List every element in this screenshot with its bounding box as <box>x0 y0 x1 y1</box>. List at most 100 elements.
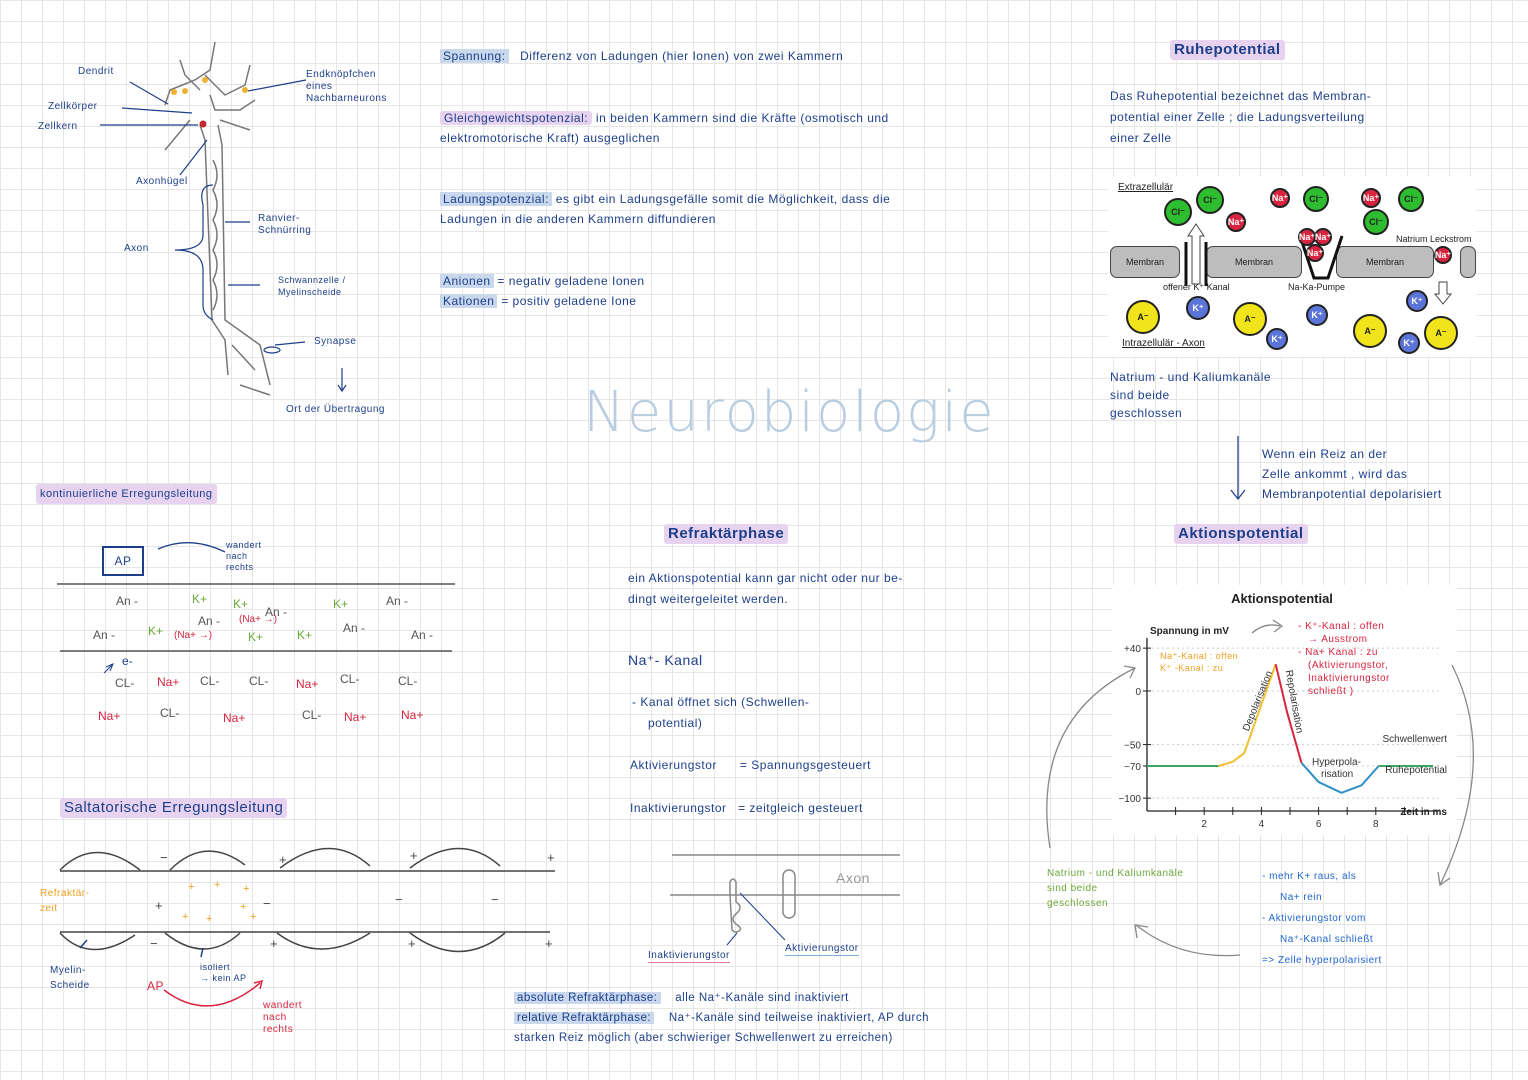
transition-text: Wenn ein Reiz an der Zelle ankommt , wir… <box>1262 444 1442 504</box>
membrane-segment: Membran <box>1336 246 1434 278</box>
line: → kein AP <box>200 973 247 983</box>
line: Membranpotential depolarisiert <box>1262 487 1442 501</box>
myelin-label: Myelin- Scheide <box>50 963 90 993</box>
annotation-depolarisation: Depolarisation <box>1241 669 1275 732</box>
label-synapse: Synapse <box>314 336 357 347</box>
membrane-segment <box>1460 246 1476 278</box>
ruhepotential-note: Natrium - und Kaliumkanäle sind beide ge… <box>1110 368 1271 422</box>
line: Ranvier- <box>258 213 300 224</box>
series-hyperpolarisation <box>1300 762 1380 794</box>
svg-text:−: − <box>263 896 271 911</box>
line: wandert <box>263 1000 303 1011</box>
svg-text:+: + <box>250 911 256 923</box>
ion-label-k: K+ <box>233 597 249 611</box>
membrane-diagram: Extrazellulär Intrazellulär - Axon Membr… <box>1108 176 1476 356</box>
text: Ladungen in die anderen Kammern diffundi… <box>440 212 716 226</box>
ion-na: Na⁺ <box>1314 228 1332 246</box>
label-axon: Axon <box>124 243 149 254</box>
line: - Kanal öffnet sich (Schwellen- <box>632 695 810 709</box>
text: in beiden Kammern sind die Kräfte (osmot… <box>595 111 889 125</box>
aktivierungstor-label: Aktivierungstor <box>785 943 859 956</box>
svg-text:+: + <box>270 936 278 951</box>
ion-label-an: An - <box>265 605 288 619</box>
ion-cl: Cl⁻ <box>1363 209 1389 235</box>
ion-k: K⁺ <box>1266 328 1288 350</box>
label-dendrit: Dendrit <box>78 66 114 77</box>
term: Gleichgewichtspotenzial: <box>440 111 593 125</box>
label-axonhuegel: Axonhügel <box>136 176 188 187</box>
ion-label-k: K+ <box>148 624 164 638</box>
text: es gibt ein Ladungsgefälle somit die Mög… <box>555 192 891 206</box>
ion-label-na-arrow: (Na+ →) <box>239 614 278 625</box>
annotation-schwellenwert: Schwellenwert <box>1383 734 1448 745</box>
svg-text:+: + <box>408 936 416 951</box>
term: Aktivierungstor <box>630 758 717 772</box>
ion-label-k: K+ <box>333 597 349 611</box>
line: potential einer Zelle ; die Ladungsverte… <box>1110 110 1365 124</box>
heading-kontinuierlich: kontinuierliche Erregungsleitung <box>36 484 217 504</box>
svg-text:−: − <box>491 892 499 907</box>
ion-k: K⁺ <box>1406 290 1428 312</box>
ion-label-an: An - <box>116 594 139 608</box>
line: Natrium - und Kaliumkanäle <box>1047 868 1184 879</box>
ion-label-k: K+ <box>248 630 264 644</box>
line: Schnürring <box>258 225 312 236</box>
line: Nachbarneurons <box>306 93 387 104</box>
ion-k: K⁺ <box>1186 296 1210 320</box>
svg-text:+: + <box>155 898 163 913</box>
x-axis-label: Zeit in ms <box>1400 807 1447 818</box>
k-channel-label: offener K⁺ Kanal <box>1163 282 1230 292</box>
na-kanal-bullet: - Kanal öffnet sich (Schwellen- potentia… <box>632 692 809 734</box>
ion-label-na: Na+ <box>223 711 246 725</box>
ion-cl: Cl⁻ <box>1196 186 1224 214</box>
line: Wenn ein Reiz an der <box>1262 447 1388 461</box>
line: Schwannzelle / <box>278 275 346 285</box>
line: Zelle ankommt , wird das <box>1262 467 1408 481</box>
inaktivierungstor-def: Inaktivierungstor = zeitgleich gesteuert <box>630 798 863 818</box>
line: sind beide <box>1047 883 1098 894</box>
ion-label-na-arrow: (Na+ →) <box>174 630 213 641</box>
line: Myelinscheide <box>278 287 342 297</box>
intracellular-label: Intrazellulär - Axon <box>1122 338 1205 349</box>
line: rechts <box>226 562 254 572</box>
ion-label-an: An - <box>386 594 409 608</box>
kontinuierlich-moves: wandert nach rechts <box>226 540 262 573</box>
ion-label-na: Na+ <box>157 675 180 689</box>
line: Na+ rein <box>1280 892 1323 903</box>
ion-label-na: Na+ <box>344 710 367 724</box>
line: Myelin- <box>50 965 86 976</box>
ion-label-an: An - <box>93 628 116 642</box>
text: starken Reiz möglich (aber schwieriger S… <box>514 1032 893 1044</box>
line: sind beide <box>1110 388 1170 402</box>
annotation-ruhepotential: Ruhepotential <box>1385 765 1447 776</box>
ruhepotential-text: Das Ruhepotential bezeichnet das Membran… <box>1110 86 1371 149</box>
line: nach <box>226 551 248 561</box>
text: = negativ geladene Ionen <box>497 274 645 288</box>
line: Inaktivierungstor <box>1308 673 1390 684</box>
pump-label: Na-Ka-Pumpe <box>1288 282 1346 292</box>
ion-label-k: K+ <box>297 628 313 642</box>
line: nach <box>263 1012 287 1023</box>
line: einer Zelle <box>1110 131 1172 145</box>
term: Spannung: <box>440 49 509 63</box>
term: relative Refraktärphase: <box>514 1012 655 1024</box>
def-anionen: Anionen = negativ geladene Ionen <box>440 271 645 291</box>
ion-cl: Cl⁻ <box>1164 198 1192 226</box>
svg-text:−: − <box>150 936 158 951</box>
x-tick-label: 4 <box>1259 819 1265 830</box>
ion-label-cl: CL- <box>398 674 418 688</box>
extracellular-label: Extrazellulär <box>1118 182 1174 193</box>
heading-refraktaerphase: Refraktärphase <box>664 524 789 544</box>
line: Endknöpfchen <box>306 69 376 80</box>
label-zellkern: Zellkern <box>38 121 78 132</box>
svg-text:−: − <box>160 850 168 865</box>
line: ein Aktionspotential kann gar nicht oder… <box>628 571 903 585</box>
saltatorisch-moves: wandert nach rechts <box>263 1000 302 1036</box>
line: rechts <box>263 1024 294 1035</box>
ion-label-na: Na+ <box>401 708 424 722</box>
def-kationen: Kationen = positiv geladene Ione <box>440 291 636 311</box>
ion-a: A⁻ <box>1126 300 1160 334</box>
ion-na: Na⁺ <box>1270 188 1290 208</box>
text: = Spannungsgesteuert <box>739 758 871 772</box>
page-title: Neurobiologie <box>583 380 996 445</box>
